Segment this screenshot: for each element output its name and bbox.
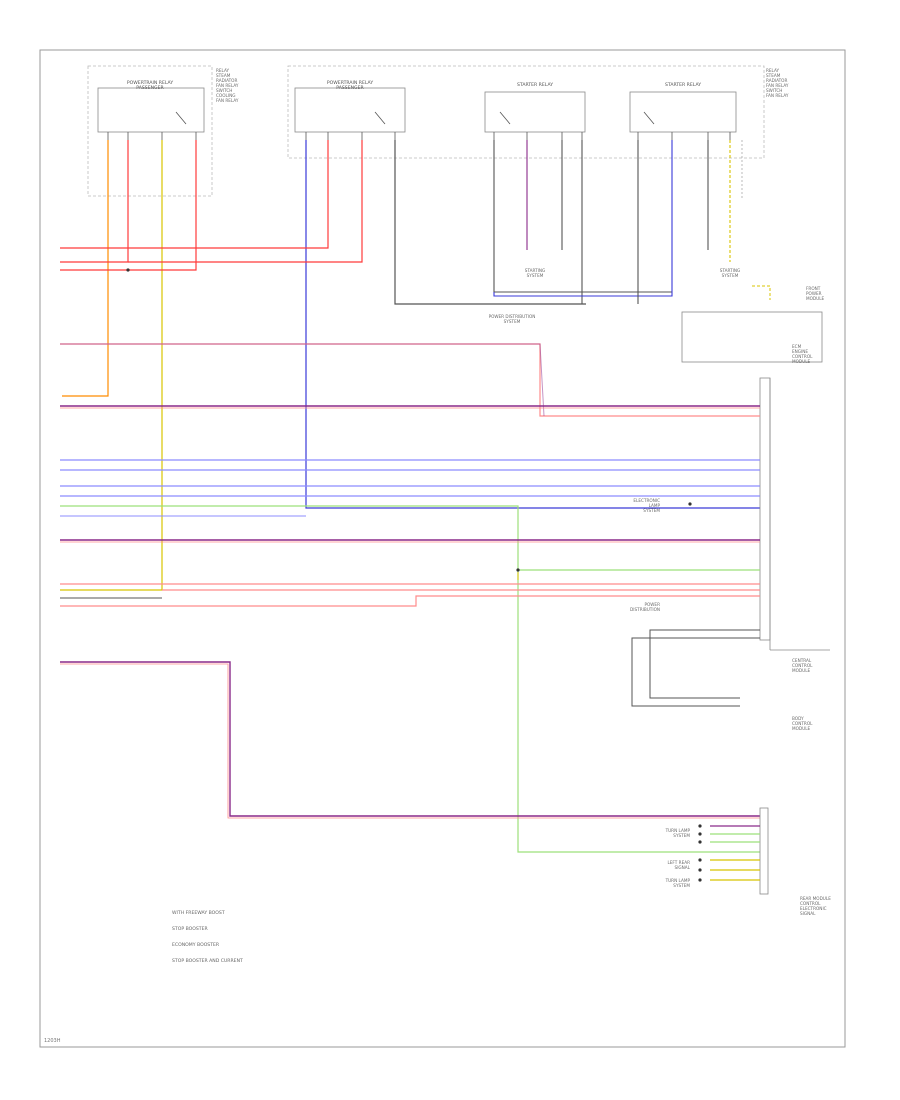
wire-relay1-orange [62,140,109,397]
legend-item-2: STOP BOOSTER [172,926,208,932]
ecm-box-top [681,311,823,363]
legend: WITH FREEWAY BOOST STOP BOOSTER ECONOMY … [172,910,243,964]
wire-dark-loop-2 [631,637,760,707]
legend-item-1: WITH FREEWAY BOOST [172,910,225,916]
wire-relay1-yellow [60,140,163,591]
wire-starter1-a [493,140,672,293]
legend-item-3: ECONOMY BOOSTER [172,942,220,948]
wire-relay2-red-2 [128,140,363,263]
diagram-frame [39,49,846,1048]
diagram-code: 1203H [44,1038,61,1044]
wire-relay1-red [60,140,129,263]
wire-pink-1 [60,343,760,417]
rear-module-connector [759,807,769,895]
relay-box-right [287,65,765,159]
ecm-connector [759,377,771,641]
starter-relay-1-title: STARTER RELAY [517,82,553,88]
wire-relay1-red-2 [60,140,197,271]
starter-relay-1: STARTER RELAY [484,82,586,140]
wire-pink-4 [60,595,760,607]
wire-relay2-blue [305,140,760,509]
legend-item-4: STOP BOOSTER AND CURRENT [172,958,243,964]
wire-relay2-dark [394,140,586,305]
wire-dark-loop-1 [649,629,760,699]
wire-violet-rear [60,661,760,817]
relay-box-left [87,65,213,197]
wire-green-1 [60,505,760,853]
starter-relay-2: STARTER RELAY [629,82,737,140]
wire-starter-link-blue [493,140,673,297]
starter-relay-2-title: STARTER RELAY [665,82,701,88]
wire-relay2-red [60,140,329,249]
